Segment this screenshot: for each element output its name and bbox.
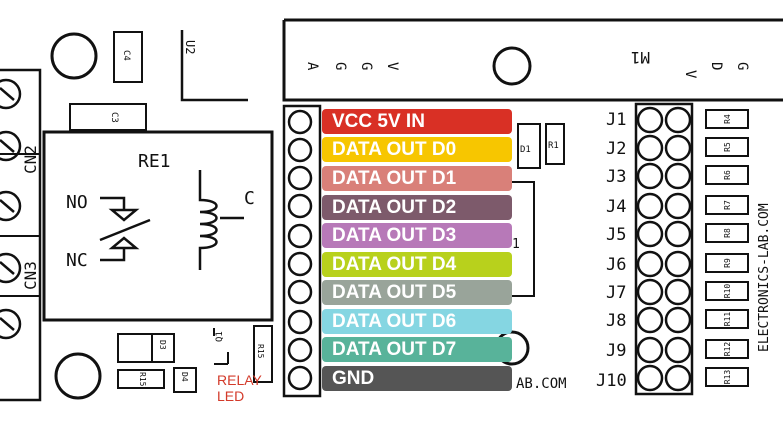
jumper-label-2: J2 (606, 139, 626, 159)
m1-label: M1 (631, 48, 650, 67)
website-bottom-label: AB.COM (516, 376, 567, 392)
header-outline (282, 104, 322, 398)
resistor-label-11: R11 (723, 312, 732, 327)
pin-partial-label: 1 (512, 237, 520, 252)
mount-hole-bottom (54, 352, 102, 400)
r15-left-label: R15 (138, 372, 147, 387)
screw-5 (0, 308, 22, 340)
jumper-label-9: J9 (606, 341, 626, 361)
relay-nc-contact (108, 236, 140, 250)
c3-outline (69, 103, 147, 131)
q1-label: Q1 (215, 331, 225, 342)
d3-label: D3 (158, 340, 167, 350)
pin-v2-label: V (682, 70, 698, 79)
relay-no-contact (108, 208, 140, 222)
jumper-label-3: J3 (606, 167, 626, 187)
pin-label-6: DATA OUT D5 (322, 280, 512, 305)
d1-outline (517, 123, 541, 169)
jumper-label-10: J10 (596, 371, 627, 391)
screw-3 (0, 190, 22, 222)
jumper-label-8: J8 (606, 311, 626, 331)
pin-label-0: VCC 5V IN (322, 109, 512, 134)
pin-g2-label: G (358, 62, 374, 70)
mount-hole-top (50, 32, 98, 80)
trace-d1 (512, 181, 535, 297)
u2-outline (180, 30, 248, 102)
pin-v-label: V (384, 62, 400, 71)
q1-outline (213, 328, 229, 365)
pin-label-7: DATA OUT D6 (322, 309, 512, 334)
r15-left-outline (117, 369, 165, 389)
relay-label: RE1 (138, 151, 171, 172)
resistor-label-9: R9 (723, 258, 732, 268)
d1-label: D1 (520, 145, 531, 155)
pin-label-3: DATA OUT D2 (322, 195, 512, 220)
r15-right-outline (253, 325, 273, 383)
d4-label: D4 (180, 372, 189, 382)
pin-label-5: DATA OUT D4 (322, 252, 512, 277)
resistor-label-4: R4 (723, 114, 732, 124)
jumper-label-4: J4 (606, 197, 626, 217)
resistor-label-10: R10 (723, 284, 732, 299)
cn2-label: CN2 (21, 145, 40, 174)
relay-led-label: RELAY LED (217, 372, 262, 404)
relay-coil (198, 170, 218, 270)
pin-label-9: GND (322, 366, 512, 391)
relay-c-label: C (244, 188, 255, 209)
c4-label: C4 (121, 50, 131, 61)
r15-right-label: R15 (256, 344, 265, 359)
screw-1 (0, 78, 22, 110)
d4-outline (173, 367, 197, 393)
jumper-label-5: J5 (606, 225, 626, 245)
relay-nc-line (100, 248, 126, 262)
resistor-label-5: R5 (723, 142, 732, 152)
relay-led-line2: LED (217, 388, 245, 404)
resistor-label-8: R8 (723, 228, 732, 238)
u2-label: U2 (183, 40, 197, 54)
resistor-label-7: R7 (723, 200, 732, 210)
relay-led-line1: RELAY (217, 372, 262, 388)
pin-a-label: A (304, 62, 320, 71)
screw-2 (0, 130, 22, 162)
pin-d-label: D (708, 62, 724, 70)
r1-label: R1 (548, 141, 559, 151)
r1-outline (545, 123, 565, 165)
relay-no-label: NO (66, 192, 88, 213)
jumper-label-6: J6 (606, 255, 626, 275)
website-label: ELECTRONICS-LAB.COM (757, 203, 772, 352)
jumper-label-1: J1 (606, 110, 626, 130)
resistor-label-13: R13 (723, 370, 732, 385)
module-outline (282, 18, 783, 102)
screw-4 (0, 252, 22, 284)
c3-label: C3 (109, 112, 119, 123)
c4-outline (113, 31, 143, 83)
relay-no-line (100, 196, 126, 210)
pin-label-4: DATA OUT D3 (322, 223, 512, 248)
pin-label-2: DATA OUT D1 (322, 166, 512, 191)
pin-g1-label: G (332, 62, 348, 70)
resistor-label-12: R12 (723, 342, 732, 357)
relay-outline (42, 130, 274, 322)
jumper-header-outline (634, 102, 694, 396)
cn3-label: CN3 (21, 261, 40, 290)
relay-switch (99, 218, 151, 242)
relay-nc-label: NC (66, 250, 88, 271)
jumper-label-7: J7 (606, 283, 626, 303)
resistor-label-6: R6 (723, 170, 732, 180)
pin-label-1: DATA OUT D0 (322, 137, 512, 162)
pin-label-8: DATA OUT D7 (322, 337, 512, 362)
d3-outline (117, 333, 175, 363)
pin-g3-label: G (734, 62, 750, 70)
module-mount-hole (492, 46, 532, 86)
